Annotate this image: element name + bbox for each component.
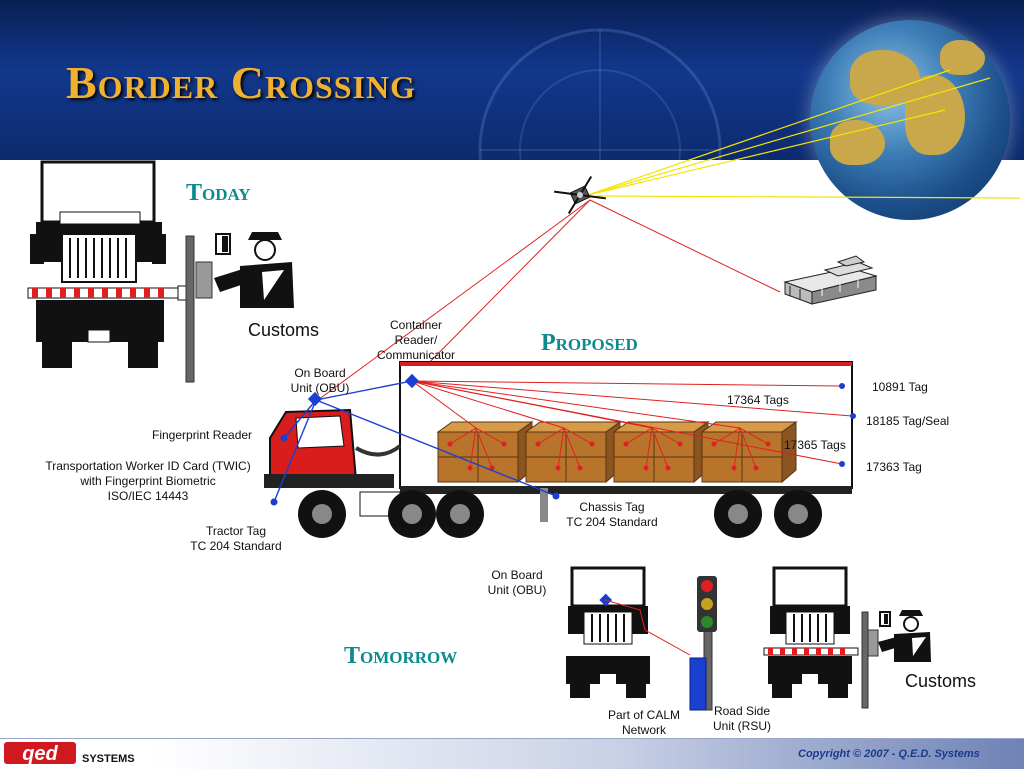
footer-systems-label: SYSTEMS: [82, 753, 135, 765]
satellite-links: [317, 69, 1021, 401]
label-calm-network: Part of CALM Network: [607, 708, 681, 737]
tomorrow-customs-officer-icon: [878, 610, 931, 662]
cargo-pallet-2: [524, 421, 622, 484]
label-chassis-tag: Chassis Tag TC 204 Standard: [566, 500, 658, 529]
label-container-reader: Container Reader/ Communicator: [376, 318, 456, 362]
satellite-icon: [554, 175, 606, 215]
section-heading-tomorrow: Tomorrow: [344, 643, 458, 669]
today-gate-barrier: [27, 235, 213, 383]
label-obu-tomorrow: On Board Unit (OBU): [487, 568, 547, 597]
obu-links: [273, 380, 557, 503]
footer-bar: [0, 738, 1024, 769]
today-truck-front-icon: [30, 160, 166, 368]
label-rsu: Road Side Unit (RSU): [712, 704, 771, 733]
cargo-pallet-3: [612, 421, 710, 484]
section-heading-today: Today: [186, 180, 251, 206]
label-fingerprint-reader: Fingerprint Reader: [152, 428, 253, 442]
label-17365-tags: 17365 Tags: [784, 438, 846, 452]
cargo-tag-markers: [447, 441, 771, 471]
wheels: [298, 488, 822, 538]
tomorrow-truck-2-icon: [768, 566, 852, 698]
label-twic: Transportation Worker ID Card (TWIC) wit…: [45, 459, 251, 503]
label-10891-tag: 10891 Tag: [872, 380, 928, 394]
container-reader-links: [411, 380, 853, 469]
tomorrow-truck-1-icon: [566, 566, 691, 698]
label-17364-tags: 17364 Tags: [727, 393, 789, 407]
slide-title: Border Crossing: [66, 57, 417, 108]
qed-logo: qed: [4, 742, 76, 765]
label-tractor-tag: Tractor Tag TC 204 Standard: [190, 524, 282, 553]
svg-text:qed: qed: [22, 743, 58, 765]
label-customs-today: Customs: [248, 320, 320, 340]
today-customs-officer-icon: [214, 232, 294, 308]
tomorrow-gate-barrier: [763, 611, 879, 709]
cargo-pallet-1: [436, 421, 534, 484]
label-customs-tomorrow: Customs: [905, 671, 977, 691]
footer-copyright: Copyright © 2007 - Q.E.D. Systems: [798, 748, 980, 760]
label-obu-proposed: On Board Unit (OBU): [290, 366, 350, 395]
section-heading-proposed: Proposed: [541, 330, 638, 356]
obu-markers: [270, 373, 560, 506]
label-18185-tag-seal: 18185 Tag/Seal: [866, 414, 950, 428]
trailer-tag-markers: [839, 383, 856, 467]
road-side-unit-traffic-light: [689, 576, 717, 711]
globe-graphic: [810, 20, 1010, 220]
proposed-tractor-cab: [264, 408, 402, 517]
control-center-building-icon: [783, 255, 878, 305]
cargo-pallets: [436, 421, 798, 484]
label-17363-tag: 17363 Tag: [866, 460, 922, 474]
